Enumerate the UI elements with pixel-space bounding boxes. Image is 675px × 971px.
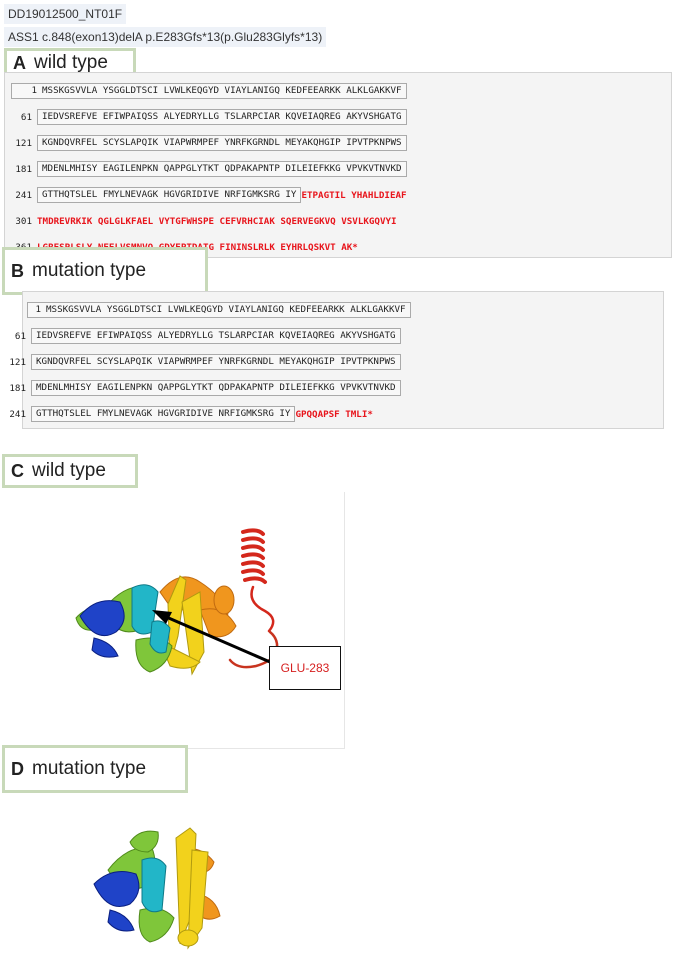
panel-d-title: mutation type bbox=[32, 758, 147, 779]
normal-residues: MDENLMHISY EAGILENPKN QAPPGLYTKT QDPAKAP… bbox=[37, 161, 407, 177]
row-number: 1 bbox=[31, 85, 37, 96]
panel-b-label: B mutation type bbox=[2, 247, 208, 295]
sequence-row: 61 IEDVSREFVE EFIWPAIQSS ALYEDRYLLG TSLAR… bbox=[11, 109, 407, 125]
panel-d-label: D mutation type bbox=[2, 745, 188, 793]
panel-c-title: wild type bbox=[32, 460, 106, 481]
panel-d-letter: D bbox=[11, 758, 24, 779]
sequence-row: 181 MDENLMHISY EAGILENPKN QAPPGLYTKT QDPA… bbox=[11, 161, 407, 177]
wild-type-protein-ribbon-image bbox=[75, 528, 279, 676]
sequence-row: 241 GTTHQTSLEL FMYLNEVAGK HGVGRIDIVE NRFI… bbox=[11, 187, 407, 203]
wild-type-structure bbox=[40, 492, 345, 749]
normal-residues: MDENLMHISY EAGILENPKN QAPPGLYTKT QDPAKAP… bbox=[31, 380, 401, 396]
sequence-row: 121 KGNDQVRFEL SCYSLAPQIK VIAPWRMPEF YNRF… bbox=[11, 135, 407, 151]
row-number: 181 bbox=[9, 382, 26, 394]
normal-residues: MSSKGSVVLA YSGGLDTSCI LVWLKEQGYD VIAYLAN… bbox=[46, 304, 406, 315]
normal-residues: IEDVSREFVE EFIWPAIQSS ALYEDRYLLG TSLARPC… bbox=[37, 109, 407, 125]
panel-c-label: C wild type bbox=[2, 454, 138, 488]
panel-c-letter: C bbox=[11, 460, 24, 481]
sequence-row: 121 KGNDQVRFEL SCYSLAPQIK VIAPWRMPEF YNRF… bbox=[5, 354, 401, 370]
normal-residues: GTTHQTSLEL FMYLNEVAGK HGVGRIDIVE NRFIGMK… bbox=[37, 187, 302, 203]
mutation-protein-ribbon-image bbox=[93, 827, 221, 950]
sequence-row: 1 MSSKGSVVLA YSGGLDTSCI LVWLKEQGYD VIAYLA… bbox=[11, 83, 407, 99]
normal-residues: KGNDQVRFEL SCYSLAPQIK VIAPWRMPEF YNRFKGR… bbox=[37, 135, 407, 151]
sample-id: DD19012500_NT01F bbox=[4, 4, 127, 24]
sequence-row: 301 TMDREVRKIK QGLGLKFAEL VYTGFWHSPE CEFV… bbox=[11, 213, 397, 229]
panel-a-title: wild type bbox=[34, 52, 108, 73]
row-number: 241 bbox=[9, 408, 26, 420]
sequence-row: 241 GTTHQTSLEL FMYLNEVAGK HGVGRIDIVE NRFI… bbox=[5, 406, 373, 422]
mutated-residues: ETPAGTIL YHAHLDIEAF bbox=[301, 189, 407, 201]
panel-a-letter: A bbox=[13, 52, 26, 73]
glu-283-callout: GLU-283 bbox=[269, 646, 341, 690]
row-number: 61 bbox=[20, 111, 32, 123]
mutated-residues: TMDREVRKIK QGLGLKFAEL VYTGFWHSPE CEFVRHC… bbox=[37, 215, 397, 227]
wild-type-sequence-panel: 1 MSSKGSVVLA YSGGLDTSCI LVWLKEQGYD VIAYLA… bbox=[4, 72, 672, 258]
mutation-structure bbox=[80, 820, 250, 966]
sequence-row: 61 IEDVSREFVE EFIWPAIQSS ALYEDRYLLG TSLAR… bbox=[5, 328, 401, 344]
mutated-residues: GPQQAPSF TMLI* bbox=[295, 408, 373, 420]
variant-description: ASS1 c.848(exon13)delA p.E283Gfs*13(p.Gl… bbox=[4, 27, 327, 47]
row-number: 121 bbox=[9, 356, 26, 368]
normal-residues: GTTHQTSLEL FMYLNEVAGK HGVGRIDIVE NRFIGMK… bbox=[31, 406, 296, 422]
panel-b-title: mutation type bbox=[32, 260, 147, 281]
normal-residues: IEDVSREFVE EFIWPAIQSS ALYEDRYLLG TSLARPC… bbox=[31, 328, 401, 344]
row-number: 181 bbox=[15, 163, 32, 175]
panel-b-letter: B bbox=[11, 260, 24, 281]
row-number: 1 bbox=[35, 304, 41, 315]
normal-residues: KGNDQVRFEL SCYSLAPQIK VIAPWRMPEF YNRFKGR… bbox=[31, 354, 401, 370]
row-number: 61 bbox=[14, 330, 26, 342]
normal-residues: MSSKGSVVLA YSGGLDTSCI LVWLKEQGYD VIAYLAN… bbox=[42, 85, 402, 96]
row-number: 301 bbox=[15, 215, 32, 227]
row-number: 241 bbox=[15, 189, 32, 201]
sequence-row: 1 MSSKGSVVLA YSGGLDTSCI LVWLKEQGYD VIAYLA… bbox=[27, 302, 411, 318]
sequence-row: 181 MDENLMHISY EAGILENPKN QAPPGLYTKT QDPA… bbox=[5, 380, 401, 396]
mutation-sequence-panel: 1 MSSKGSVVLA YSGGLDTSCI LVWLKEQGYD VIAYLA… bbox=[9, 291, 664, 429]
row-number: 121 bbox=[15, 137, 32, 149]
